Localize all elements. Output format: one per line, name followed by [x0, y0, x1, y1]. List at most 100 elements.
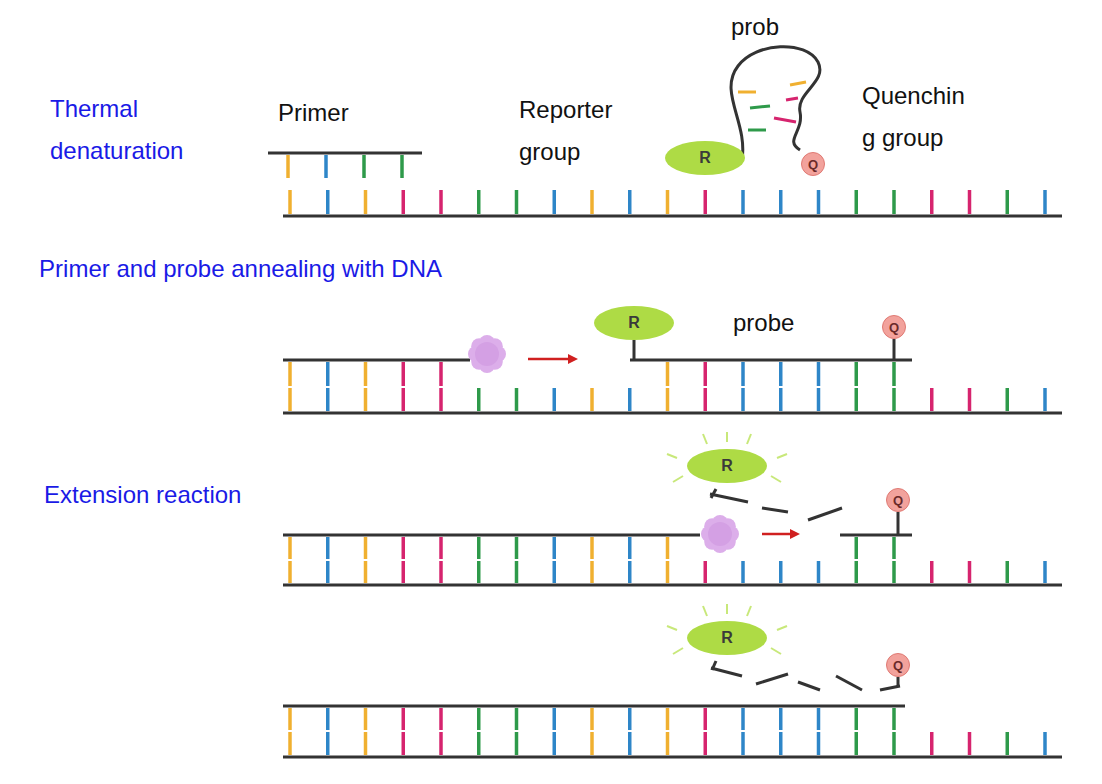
step-title: Thermal denaturation: [50, 88, 225, 172]
base-tick: [855, 388, 859, 411]
base-tick: [930, 732, 934, 755]
base-tick: [326, 537, 330, 559]
base-tick: [590, 561, 594, 583]
base-tick: [515, 708, 519, 730]
base-tick: [968, 190, 972, 214]
base-tick: [364, 708, 368, 730]
part-label: Primer: [278, 92, 378, 134]
quencher-link: [897, 677, 900, 687]
arrow-head: [568, 354, 578, 364]
base-tick: [288, 708, 292, 730]
polymerase: [708, 522, 732, 546]
probe-fragment: [756, 674, 788, 684]
base-tick: [553, 537, 557, 559]
base-tick: [790, 82, 806, 85]
template-strand: [283, 584, 1062, 587]
base-tick: [1043, 732, 1047, 755]
base-tick: [477, 708, 481, 730]
quenching-group: Q: [886, 488, 910, 512]
base-tick: [400, 155, 404, 178]
quenching-group: Q: [882, 315, 906, 339]
reporter-link: [633, 340, 636, 360]
base-tick: [515, 561, 519, 583]
base-tick: [402, 561, 406, 583]
base-tick: [628, 537, 632, 559]
base-tick: [855, 362, 859, 386]
base-tick: [364, 561, 368, 583]
extended-strand: [283, 534, 700, 537]
base-tick: [741, 190, 745, 214]
base-tick: [704, 732, 708, 755]
base-tick: [477, 388, 481, 411]
arrow-head: [790, 529, 800, 539]
base-tick: [930, 388, 934, 411]
base-tick: [817, 190, 821, 214]
base-tick: [817, 362, 821, 386]
extended-strand: [283, 705, 905, 708]
glow-ray: [777, 454, 787, 458]
probe-fragment: [710, 494, 748, 502]
node-letter: R: [628, 314, 640, 332]
quenching-group: Q: [801, 152, 825, 176]
base-tick: [855, 732, 859, 755]
glow-ray: [673, 476, 683, 482]
base-tick: [326, 708, 330, 730]
base-tick: [968, 732, 972, 755]
base-tick: [892, 537, 896, 559]
step-title: Primer and probe annealing with DNA: [24, 248, 442, 290]
base-tick: [477, 537, 481, 559]
base-tick: [553, 708, 557, 730]
base-tick: [741, 708, 745, 730]
polymerase: [475, 342, 499, 366]
reporter-group: R: [687, 621, 767, 655]
base-tick: [477, 561, 481, 583]
probe-fragment: [808, 508, 842, 520]
base-tick: [817, 388, 821, 411]
base-tick: [779, 388, 783, 411]
base-tick: [786, 98, 798, 100]
base-tick: [666, 362, 670, 386]
direction-arrow: [528, 358, 570, 361]
node-letter: R: [699, 149, 711, 167]
base-tick: [402, 190, 406, 214]
base-tick: [286, 155, 290, 178]
base-tick: [628, 732, 632, 755]
probe-fragment: [798, 682, 820, 690]
base-tick: [364, 388, 368, 411]
base-tick: [1006, 190, 1010, 214]
base-tick: [892, 732, 896, 755]
base-tick: [439, 537, 443, 559]
base-tick: [628, 388, 632, 411]
base-tick: [439, 708, 443, 730]
base-tick: [590, 190, 594, 214]
base-tick: [779, 190, 783, 214]
base-tick: [1006, 732, 1010, 755]
base-tick: [855, 190, 859, 214]
part-label: Reporter group: [519, 89, 659, 173]
base-tick: [439, 362, 443, 386]
base-tick: [288, 388, 292, 411]
base-tick: [779, 362, 783, 386]
glow-ray: [667, 454, 677, 458]
reporter-group: R: [665, 141, 745, 175]
base-tick: [553, 561, 557, 583]
quencher-link: [897, 512, 900, 535]
base-tick: [741, 561, 745, 583]
base-tick: [666, 732, 670, 755]
base-tick: [968, 388, 972, 411]
quencher-link: [893, 339, 896, 360]
glow-ray: [667, 626, 677, 630]
base-tick: [515, 190, 519, 214]
glow-ray: [703, 606, 707, 616]
base-tick: [704, 362, 708, 386]
probe-hairpin: [731, 47, 820, 160]
base-tick: [817, 732, 821, 755]
base-tick: [288, 537, 292, 559]
base-tick: [892, 388, 896, 411]
base-tick: [1043, 190, 1047, 214]
base-tick: [704, 190, 708, 214]
base-tick: [402, 732, 406, 755]
base-tick: [553, 732, 557, 755]
base-tick: [1043, 388, 1047, 411]
